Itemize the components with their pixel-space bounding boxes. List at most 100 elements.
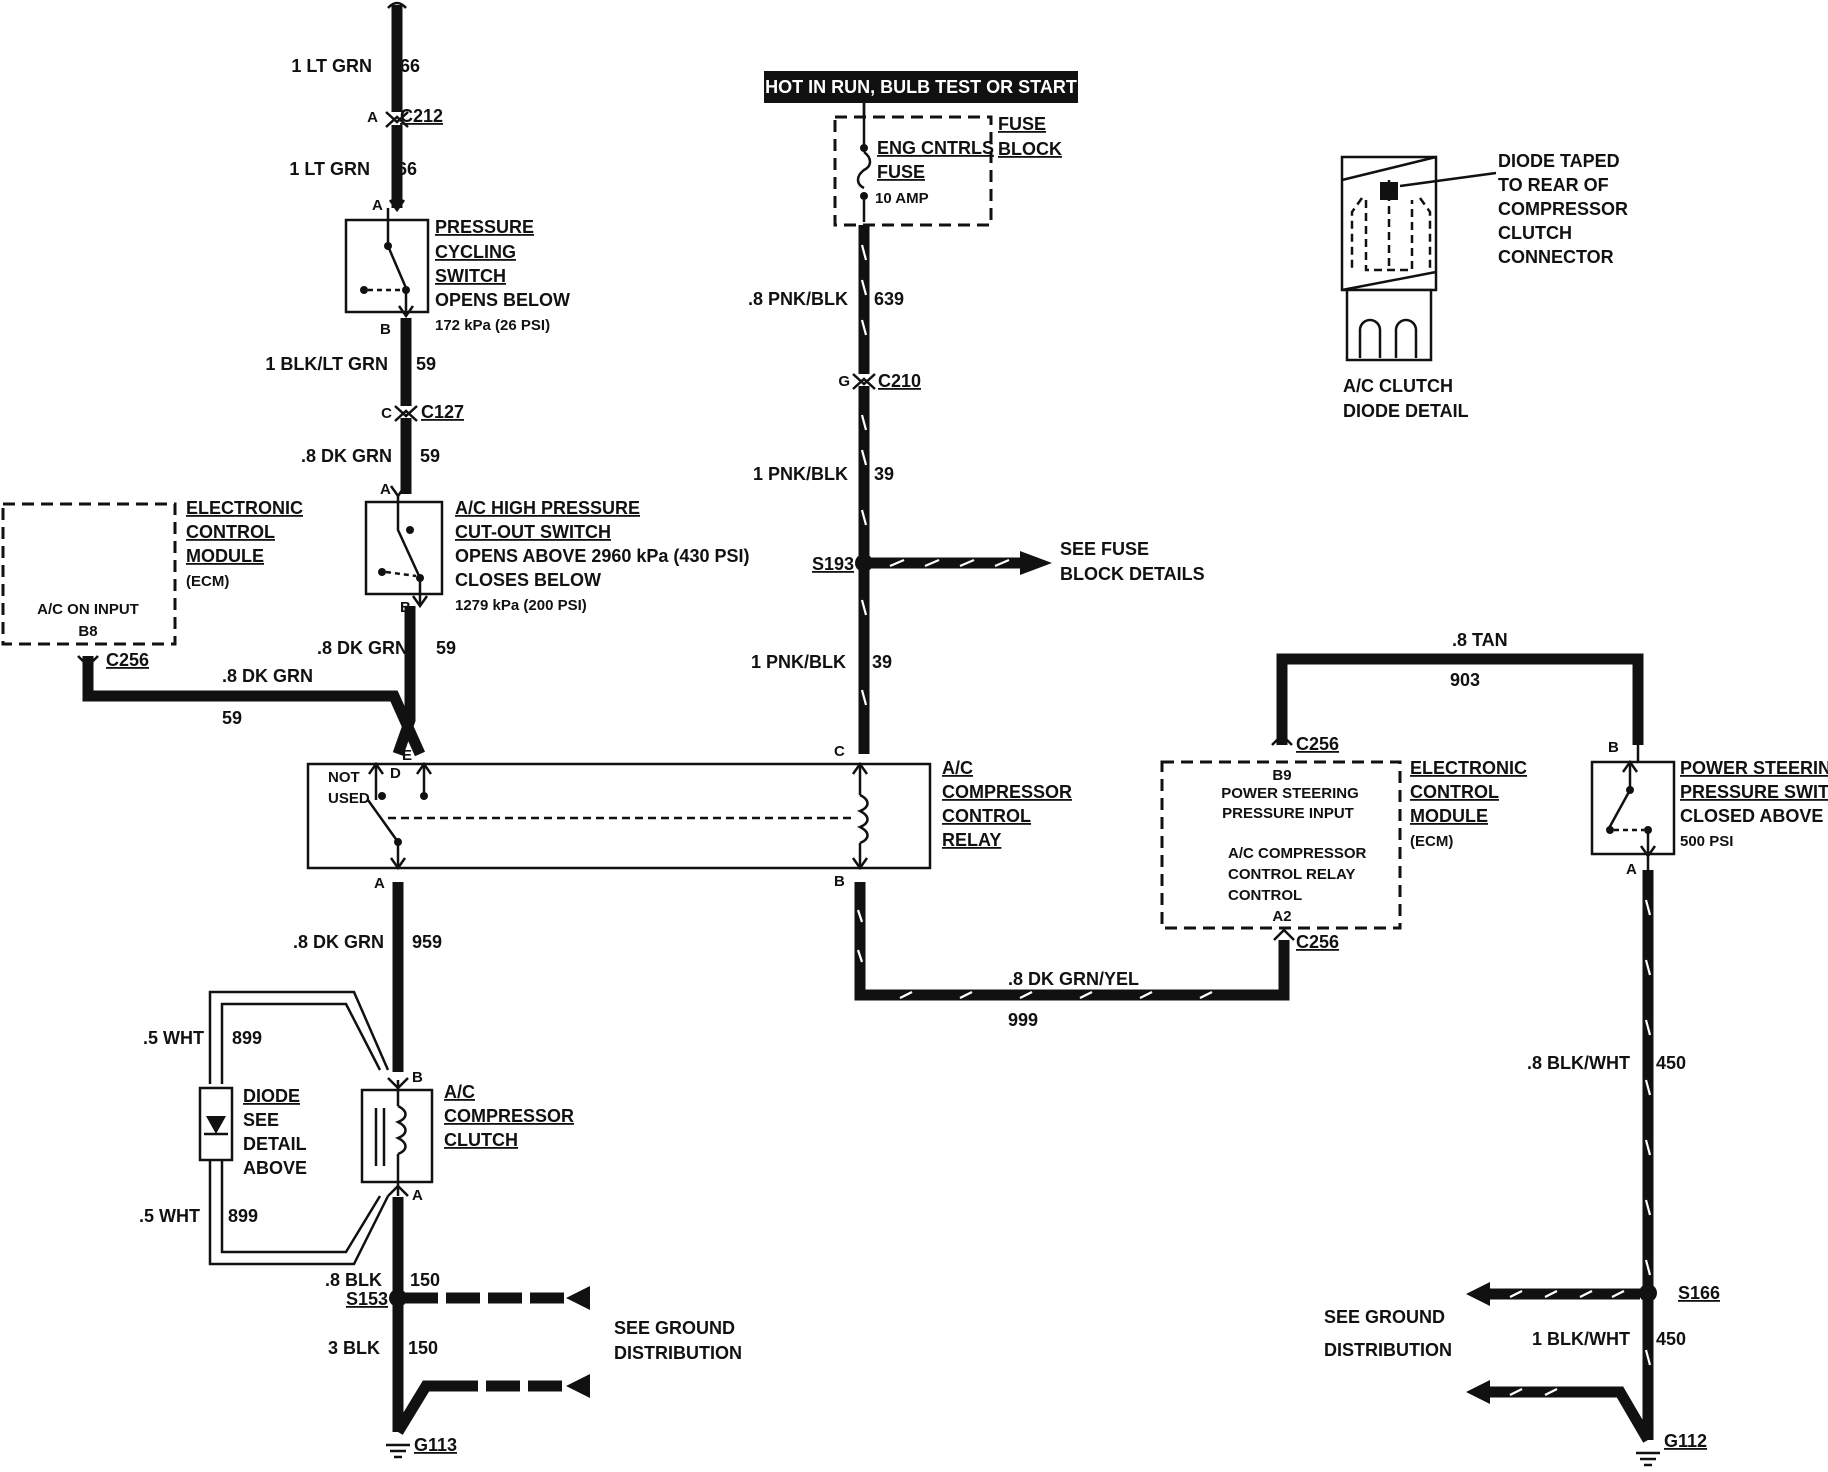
fuse-block-title-1: FUSE [998,114,1046,134]
clutch-label-1: A/C [444,1082,475,1102]
pin-relay-a: A [374,875,385,892]
ecm-right-box [1160,760,1402,930]
ground-distribution-arrow-left-2 [444,1374,590,1398]
wire-39-b-color: 1 PNK/BLK [751,652,846,672]
wire-903-color: .8 TAN [1452,630,1508,650]
wire-450 [1574,870,1654,1443]
connector-c127-pin: C [381,405,392,422]
wire-903 [1276,653,1644,745]
wire-59-ecm-circuit: 59 [222,708,242,728]
wire-150-b-circuit: 150 [408,1338,438,1358]
pin-relay-b: B [834,873,845,890]
diode-detail-note-2: TO REAR OF [1498,175,1609,195]
connector-c210-label: C210 [878,371,921,391]
wire-66-mid-color: 1 LT GRN [289,159,370,179]
wire-39-b-circuit: 39 [872,652,892,672]
relay-label-3: CONTROL [942,806,1031,826]
wire-903-circuit: 903 [1450,670,1480,690]
pcs-label-3: SWITCH [435,266,506,286]
ecm-right-output-1: A/C COMPRESSOR [1228,845,1367,862]
ps-switch-label-2: PRESSURE SWITCH [1680,782,1828,802]
wire-450-b-color: 1 BLK/WHT [1532,1329,1630,1349]
splice-s153 [389,1289,407,1307]
ecm-left-label-1: ELECTRONIC [186,498,303,518]
clutch-label-2: COMPRESSOR [444,1106,574,1126]
ground-distribution-arrow-left-1 [404,1286,590,1310]
wire-999-color: .8 DK GRN/YEL [1008,969,1139,989]
wire-59-ecm-color: .8 DK GRN [222,666,313,686]
pin-relay-d: D [390,765,401,782]
hps-label-5: 1279 kPa (200 PSI) [455,597,587,614]
diode-label-1: DIODE [243,1086,300,1106]
splice-s193-label: S193 [812,554,854,574]
relay-not-used-2: USED [328,790,370,807]
diode-detail-note-4: CLUTCH [1498,223,1572,243]
connector-c210 [852,373,876,390]
wire-899-bottom-circuit: 899 [228,1206,258,1226]
clutch-label-3: CLUTCH [444,1130,518,1150]
fuse-name-1: ENG CNTRLS [877,138,994,158]
fuse-rating: 10 AMP [875,190,929,207]
ecm-right-label-3: MODULE [1410,806,1488,826]
wire-899-top-color: .5 WHT [143,1028,204,1048]
high-pressure-cutout-switch [364,485,444,609]
diode-label-4: ABOVE [243,1158,307,1178]
power-banner: HOT IN RUN, BULB TEST OR START [764,71,1078,118]
ground-right-note-1: SEE GROUND [1324,1307,1445,1327]
connector-c212-label: C212 [400,106,443,126]
ecm-right-pin-bottom: A2 [1272,908,1291,925]
ecm-left-pin: B8 [78,623,97,640]
connector-c127-label: C127 [421,402,464,422]
pin-relay-c: C [834,743,845,760]
connector-c210-pin: G [838,373,850,390]
compressor-clutch [360,1077,434,1197]
wire-66-mid-circuit: 66 [397,159,417,179]
compressor-control-relay [306,761,932,871]
wire-66-top-color: 1 LT GRN [291,56,372,76]
pcs-label-1: PRESSURE [435,217,534,237]
wire-to-fuse-block [870,551,1052,575]
ps-switch-label-4: 500 PSI [1680,833,1733,850]
wire-639 [858,222,870,374]
splice-s193 [855,554,873,572]
wire-639-color: .8 PNK/BLK [748,289,848,309]
wire-999-circuit: 999 [1008,1010,1038,1030]
ground-right-note-2: DISTRIBUTION [1324,1340,1452,1360]
wire-150-a-circuit: 150 [410,1270,440,1290]
wire-450-a-circuit: 450 [1656,1053,1686,1073]
wire-150 [392,1197,444,1435]
pin-hps-b: B [400,599,411,616]
diode-detail-caption-2: DIODE DETAIL [1343,401,1469,421]
pin-clutch-a: A [412,1187,423,1204]
hps-label-3: OPENS ABOVE 2960 kPa (430 PSI) [455,546,749,566]
connector-c256-b9-label: C256 [1296,734,1339,754]
ground-g112-symbol [1636,1451,1660,1467]
relay-label-4: RELAY [942,830,1001,850]
ecm-right-output-2: CONTROL RELAY [1228,866,1356,883]
fuse-name-2: FUSE [877,162,925,182]
diode-detail-note-3: COMPRESSOR [1498,199,1628,219]
pin-relay-e: E [402,747,412,764]
wire-899 [208,990,390,1266]
pin-ps-a: A [1626,861,1637,878]
fuse-block-title-2: BLOCK [998,139,1062,159]
ecm-right-label-1: ELECTRONIC [1410,758,1527,778]
connector-c256-b9 [1271,733,1293,746]
wire-150-a-color: .8 BLK [325,1270,382,1290]
connector-c256-a2 [1273,928,1295,941]
ecm-right-output-3: CONTROL [1228,887,1302,904]
splice-s166-label: S166 [1678,1283,1720,1303]
connector-c127 [394,405,418,422]
wire-59-c-color: .8 DK GRN [317,638,408,658]
connector-c256-left [77,655,99,668]
ps-switch-label-3: CLOSED ABOVE [1680,806,1823,826]
pcs-label-2: CYCLING [435,242,516,262]
ecm-left-label-3: MODULE [186,546,264,566]
pin-pcs-a: A [372,197,383,214]
diode-label-2: SEE [243,1110,279,1130]
wire-59-a-circuit: 59 [416,354,436,374]
pin-clutch-b: B [412,1069,423,1086]
ecm-left-input: A/C ON INPUT [37,601,139,618]
wire-959-circuit: 959 [412,932,442,952]
